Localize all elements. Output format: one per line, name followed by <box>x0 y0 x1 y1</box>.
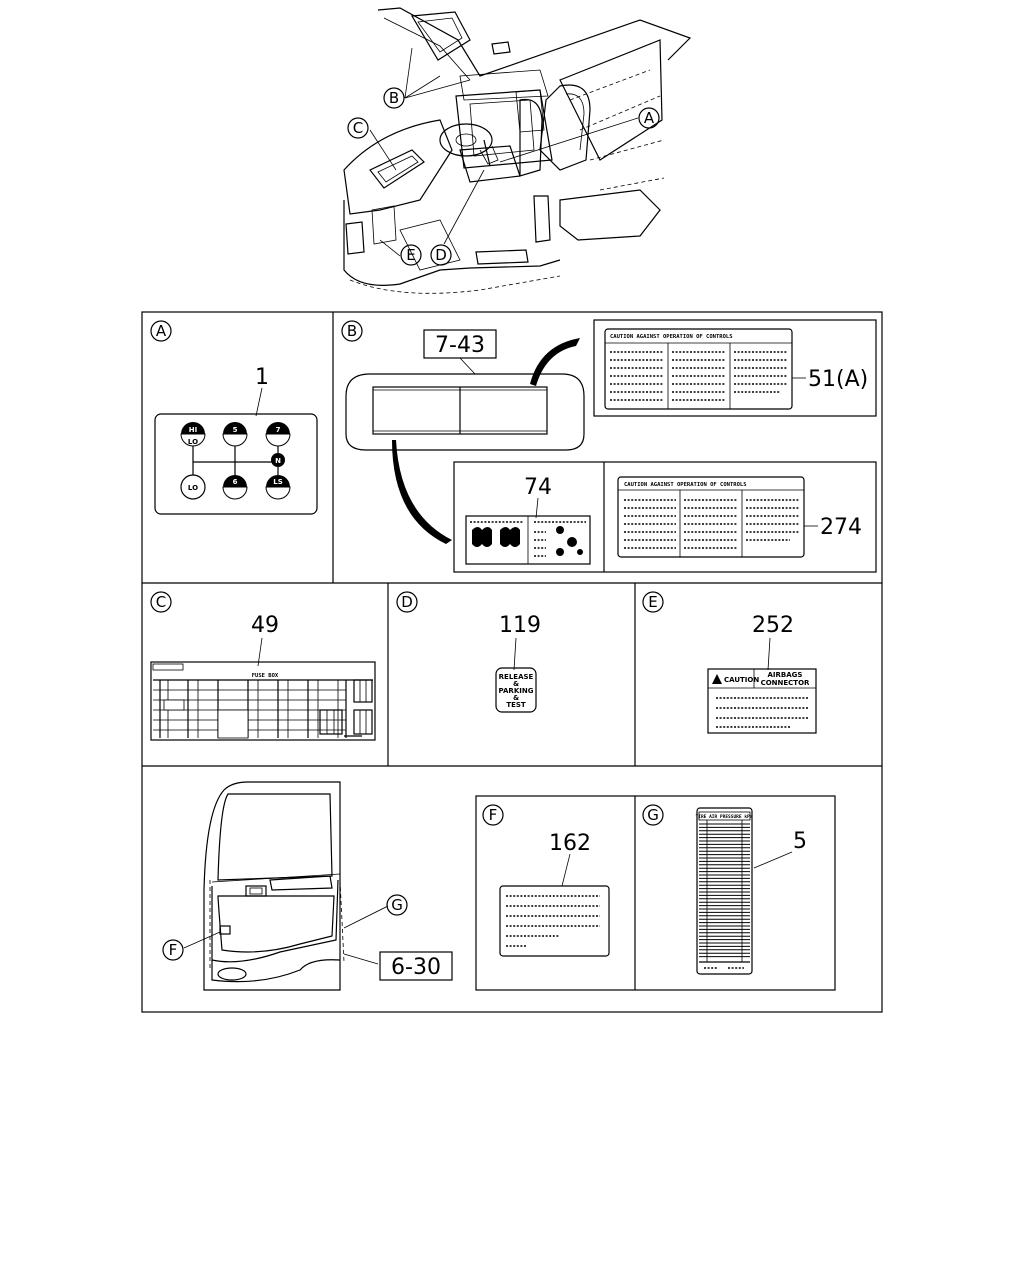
svg-text:&: & <box>513 680 519 688</box>
svg-text:E: E <box>406 246 415 264</box>
door-callout-g: G <box>386 894 408 916</box>
svg-text:D: D <box>435 246 447 264</box>
label-74-274-box: 74 CAUTION AGAINST OPERATION OF CONTROLS <box>453 461 877 573</box>
svg-text:5: 5 <box>233 426 238 434</box>
door-info-label <box>499 885 610 957</box>
panel-g-letter: G <box>647 806 659 824</box>
part-number-274: 274 <box>820 515 862 540</box>
reference-7-43: 7-43 <box>435 333 485 358</box>
svg-text:LS: LS <box>273 478 283 486</box>
label-51a-box: CAUTION AGAINST OPERATION OF CONTROLS 51… <box>593 319 877 417</box>
part-number-252: 252 <box>752 613 794 638</box>
svg-text:LO: LO <box>188 438 198 446</box>
svg-text:CAUTION AGAINST OPERATION OF C: CAUTION AGAINST OPERATION OF CONTROLS <box>624 482 747 488</box>
svg-text:TEST: TEST <box>506 701 526 709</box>
part-number-162: 162 <box>549 831 591 856</box>
panel-grid <box>141 311 883 1013</box>
svg-text:7: 7 <box>276 426 281 434</box>
panel-f: F 162 <box>475 795 836 991</box>
panel-a-letter: A <box>156 322 167 340</box>
panel-c: C 49 FUSE BOX <box>150 591 376 741</box>
panel-e-letter: E <box>648 593 657 611</box>
panel-b: B 7-43 CAUTION AGAINST OPERATION OF CONT… <box>341 319 877 573</box>
svg-text:A: A <box>644 109 655 127</box>
overview-callout-d: D <box>430 244 452 266</box>
svg-text:CAUTION: CAUTION <box>724 676 759 684</box>
svg-text:AIRBAGS: AIRBAGS <box>768 671 803 679</box>
parking-brake-label: RELEASE & PARKING & TEST <box>495 667 537 713</box>
svg-text:F: F <box>169 941 178 959</box>
panel-f-letter: F <box>489 806 498 824</box>
shift-pattern-label: HI LO 5 7 N LO 6 LS <box>154 413 318 515</box>
door-overview: F G 6-30 <box>162 781 453 991</box>
overview-callout-a: A <box>638 107 660 129</box>
panel-c-letter: C <box>156 593 166 611</box>
overview-callout-b: B <box>383 87 405 109</box>
overview-callout-e: E <box>400 244 422 266</box>
svg-text:G: G <box>391 896 403 914</box>
part-number-51a: 51(A) <box>808 367 868 392</box>
fuse-box-label: FUSE BOX <box>150 661 376 741</box>
part-number-1: 1 <box>255 365 269 390</box>
tire-pressure-label: TIRE AIR PRESSURE kPa <box>696 807 753 975</box>
panel-e: E 252 CAUTION AIRBAGS CONNECTOR <box>642 591 817 734</box>
svg-text:FUSE BOX: FUSE BOX <box>252 673 279 679</box>
svg-text:C: C <box>353 119 363 137</box>
svg-text:HI: HI <box>189 426 197 434</box>
svg-text:CAUTION AGAINST OPERATION OF C: CAUTION AGAINST OPERATION OF CONTROLS <box>610 334 733 340</box>
part-number-49: 49 <box>251 613 279 638</box>
svg-text:LO: LO <box>188 484 198 492</box>
part-number-5: 5 <box>793 829 807 854</box>
airbag-caution-label: CAUTION AIRBAGS CONNECTOR <box>707 668 817 734</box>
svg-text:B: B <box>389 89 399 107</box>
overview-callout-c: C <box>347 117 369 139</box>
panel-b-letter: B <box>347 322 357 340</box>
panel-a: A 1 HI LO 5 7 N LO 6 LS <box>150 320 318 515</box>
svg-text:6: 6 <box>233 478 238 486</box>
panel-d: D 119 RELEASE & PARKING & TEST <box>396 591 541 713</box>
svg-text:CONNECTOR: CONNECTOR <box>761 679 810 687</box>
part-number-74: 74 <box>524 475 552 500</box>
svg-text:RELEASE: RELEASE <box>499 673 534 681</box>
reference-6-30: 6-30 <box>391 955 441 980</box>
svg-text:&: & <box>513 694 519 702</box>
part-number-119: 119 <box>499 613 541 638</box>
panel-g: G 5 TIRE AIR PRESSURE kPa <box>642 804 807 975</box>
svg-text:N: N <box>275 457 281 465</box>
svg-text:PARKING: PARKING <box>499 687 534 695</box>
cab-interior-overview: B C A D E <box>343 7 692 294</box>
panel-d-letter: D <box>401 593 413 611</box>
svg-text:TIRE AIR PRESSURE kPa: TIRE AIR PRESSURE kPa <box>696 814 753 820</box>
door-callout-f: F <box>162 939 184 961</box>
